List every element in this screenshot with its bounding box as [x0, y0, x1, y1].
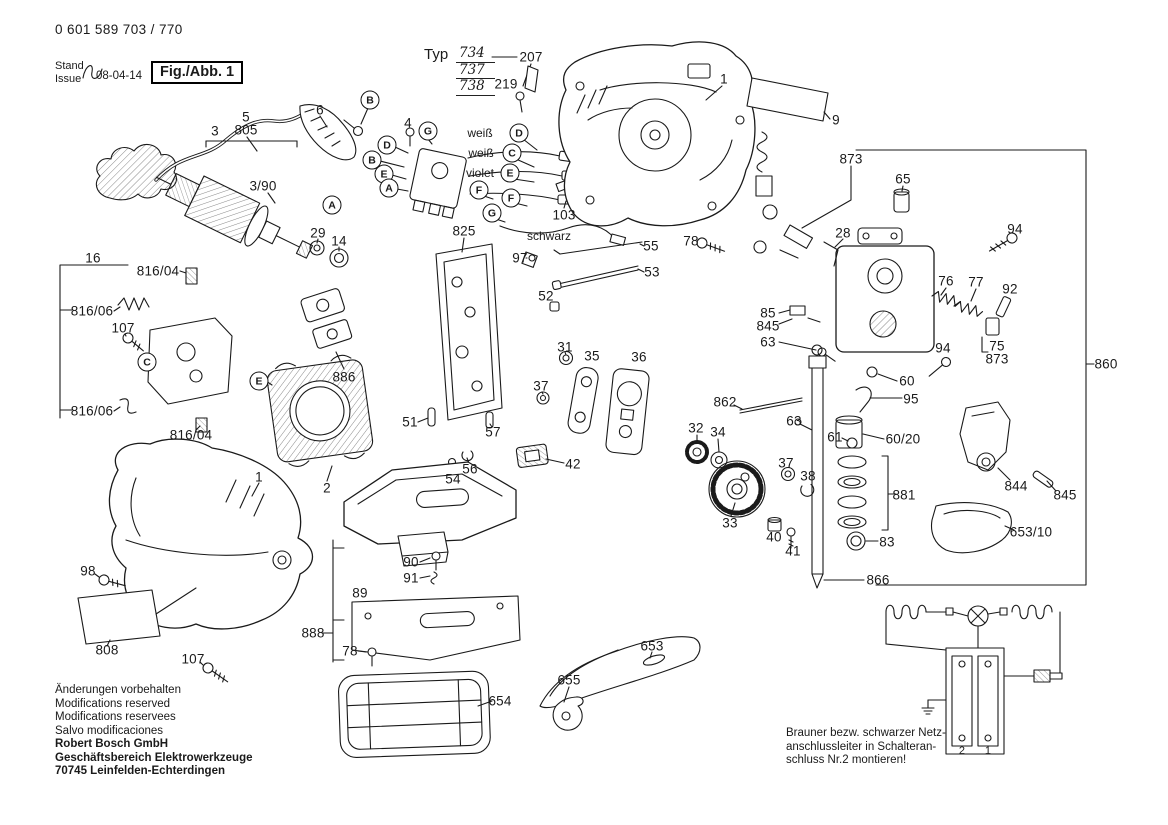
- sticker: [77, 589, 161, 645]
- notice-line: Modifications reservees: [55, 711, 176, 723]
- cord: [154, 110, 308, 182]
- company-line: 70745 Leinfelden-Echterdingen: [55, 765, 225, 777]
- plug: [95, 143, 178, 201]
- stroke-rod: [811, 367, 824, 575]
- type-label: Typ: [424, 46, 449, 63]
- motor-housing: [108, 438, 314, 630]
- slide-plate: [351, 595, 521, 661]
- switch: [409, 148, 467, 219]
- strain-relief: [299, 104, 357, 161]
- notice-line: Modifications reserved: [55, 697, 171, 710]
- gear-housing: [558, 41, 756, 227]
- company-line: Geschäftsbereich Elektrowerkzeuge: [55, 751, 253, 764]
- company-line: Robert Bosch GmbH: [55, 738, 169, 750]
- base-cover: [337, 670, 491, 758]
- wiring-schematic: [885, 604, 1063, 755]
- issue-date: 08-04-14: [96, 70, 143, 82]
- armature: [156, 173, 314, 259]
- figure-label: Fig./Abb. 1: [151, 61, 244, 84]
- base-plate: [343, 461, 517, 545]
- brush-plate: [147, 317, 233, 405]
- type-number: 738: [456, 79, 495, 96]
- switch-plate: [435, 243, 503, 421]
- type-number: 737: [456, 63, 495, 79]
- issue-label: Issue: [55, 72, 82, 85]
- notice-line: Salvo modificaciones: [55, 724, 164, 737]
- counterweight-block: [835, 245, 935, 353]
- roller-lever: [959, 401, 1011, 471]
- stand-label: Stand: [55, 60, 84, 72]
- big-gear: [708, 460, 766, 518]
- signature-mark: [82, 65, 103, 79]
- type-number: 734: [456, 46, 495, 63]
- wiring-note-line: anschlussleiter in Schalteran-: [786, 740, 937, 753]
- wiring-note-line: schluss Nr.2 montieren!: [786, 754, 907, 766]
- bracket-860: [855, 149, 1087, 586]
- bracket-16: [59, 264, 129, 419]
- stator: [266, 354, 374, 467]
- notice-line: Änderungen vorbehalten: [55, 684, 181, 696]
- blade-guard-shoe: [930, 502, 1012, 554]
- saw-guard: [539, 636, 701, 709]
- nameplate: [746, 77, 829, 122]
- wiring-note-line: Brauner bezw. schwarzer Netz-: [786, 727, 946, 739]
- issue-block: Stand Issue: [55, 60, 84, 85]
- document-number: 0 601 589 703 / 770: [55, 22, 183, 37]
- wiring-note: Brauner bezw. schwarzer Netz-anschlussle…: [786, 727, 946, 768]
